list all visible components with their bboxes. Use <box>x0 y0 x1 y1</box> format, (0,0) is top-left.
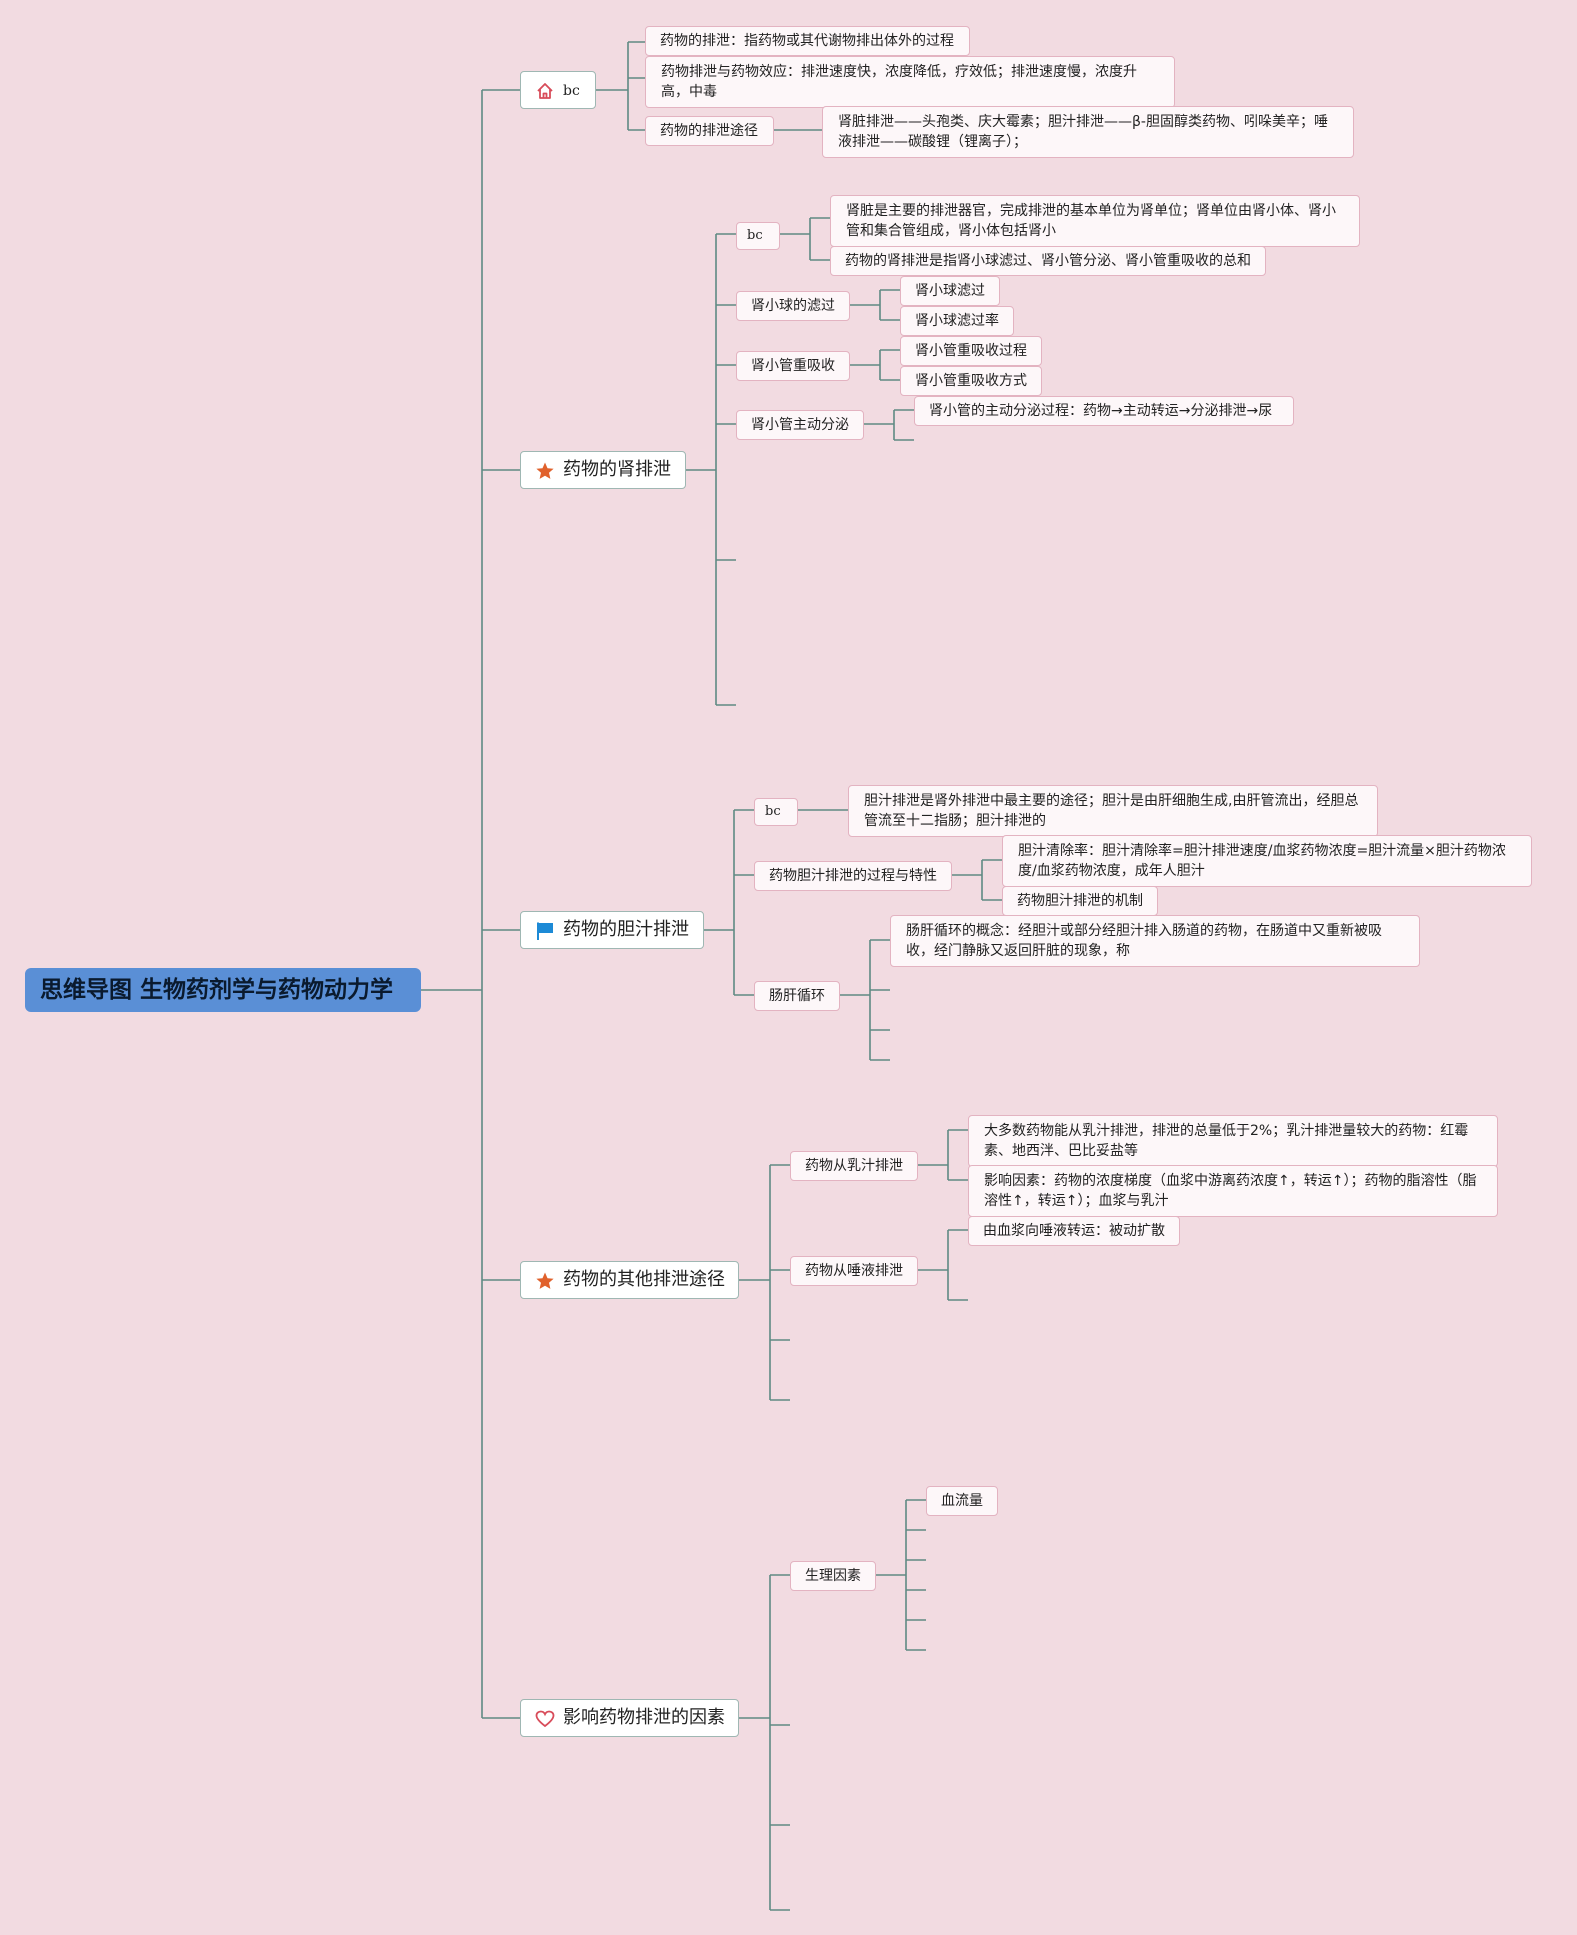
heart-icon <box>535 1709 557 1729</box>
root-topic[interactable]: 思维导图 生物药剂学与药物动力学 <box>25 968 421 1012</box>
sub-topic[interactable]: 肾小管重吸收 <box>736 351 850 381</box>
sub-topic[interactable]: 药物的排泄途径 <box>645 116 774 146</box>
leaf-node[interactable]: 肾小球滤过率 <box>900 306 1014 336</box>
leaf-node[interactable]: 肾小球滤过 <box>900 276 1000 306</box>
leaf-node[interactable]: 肾脏是主要的排泄器官，完成排泄的基本单位为肾单位；肾单位由肾小体、肾小管和集合管… <box>830 195 1360 247</box>
sub-topic[interactable]: 生理因素 <box>790 1561 876 1591</box>
leaf-node[interactable]: 肾小管的主动分泌过程：药物→主动转运→分泌排泄→尿 <box>914 396 1294 426</box>
leaf-node[interactable]: 肾脏排泄——头孢类、庆大霉素；胆汁排泄——β-胆固醇类药物、吲哚美辛；唾液排泄—… <box>822 106 1354 158</box>
sub-topic[interactable]: 药物胆汁排泄的过程与特性 <box>754 861 952 891</box>
flag-icon <box>535 921 557 941</box>
branch-renal-excretion[interactable]: 药物的肾排泄 <box>520 451 686 489</box>
branch-label: 药物的胆汁排泄 <box>563 919 689 940</box>
leaf-node[interactable]: 大多数药物能从乳汁排泄，排泄的总量低于2%；乳汁排泄量较大的药物：红霉素、地西泮… <box>968 1115 1498 1167</box>
leaf-node[interactable]: 由血浆向唾液转运：被动扩散 <box>968 1216 1180 1246</box>
leaf-node[interactable]: 肠肝循环的概念：经胆汁或部分经胆汁排入肠道的药物，在肠道中又重新被吸收，经门静脉… <box>890 915 1420 967</box>
sub-topic[interactable]: 药物从唾液排泄 <box>790 1256 918 1286</box>
sub-topic[interactable]: bc <box>736 222 780 250</box>
sub-topic[interactable]: 肾小球的滤过 <box>736 291 850 321</box>
sub-topic[interactable]: 肠肝循环 <box>754 981 840 1011</box>
branch-label: 影响药物排泄的因素 <box>563 1707 725 1728</box>
leaf-node[interactable]: 胆汁排泄是肾外排泄中最主要的途径；胆汁是由肝细胞生成,由肝管流出，经胆总管流至十… <box>848 785 1378 837</box>
leaf-node[interactable]: 胆汁清除率：胆汁清除率=胆汁排泄速度/血浆药物浓度=胆汁流量×胆汁药物浓度/血浆… <box>1002 835 1532 887</box>
leaf-node[interactable]: 药物的排泄：指药物或其代谢物排出体外的过程 <box>645 26 970 56</box>
sub-topic[interactable]: 药物从乳汁排泄 <box>790 1151 918 1181</box>
sub-topic[interactable]: bc <box>754 798 798 826</box>
leaf-node[interactable]: 影响因素：药物的浓度梯度（血浆中游离药浓度↑，转运↑）；药物的脂溶性（脂溶性↑，… <box>968 1165 1498 1217</box>
leaf-node[interactable]: 药物胆汁排泄的机制 <box>1002 886 1158 916</box>
star-icon <box>535 1271 557 1291</box>
leaf-node[interactable]: 血流量 <box>926 1486 998 1516</box>
leaf-node[interactable]: 肾小管重吸收过程 <box>900 336 1042 366</box>
leaf-node[interactable]: 药物的肾排泄是指肾小球滤过、肾小管分泌、肾小管重吸收的总和 <box>830 246 1266 276</box>
home-icon <box>535 81 557 101</box>
branch-bc-overview[interactable]: bc <box>520 71 596 109</box>
star-icon <box>535 461 557 481</box>
branch-other-excretion[interactable]: 药物的其他排泄途径 <box>520 1261 739 1299</box>
leaf-node[interactable]: 肾小管重吸收方式 <box>900 366 1042 396</box>
branch-label: 药物的肾排泄 <box>563 459 671 480</box>
sub-topic[interactable]: 肾小管主动分泌 <box>736 410 864 440</box>
branch-biliary-excretion[interactable]: 药物的胆汁排泄 <box>520 911 704 949</box>
leaf-node[interactable]: 药物排泄与药物效应：排泄速度快，浓度降低，疗效低；排泄速度慢，浓度升高，中毒 <box>645 56 1175 108</box>
branch-excretion-factors[interactable]: 影响药物排泄的因素 <box>520 1699 739 1737</box>
branch-label: bc <box>563 83 580 99</box>
branch-label: 药物的其他排泄途径 <box>563 1269 725 1290</box>
